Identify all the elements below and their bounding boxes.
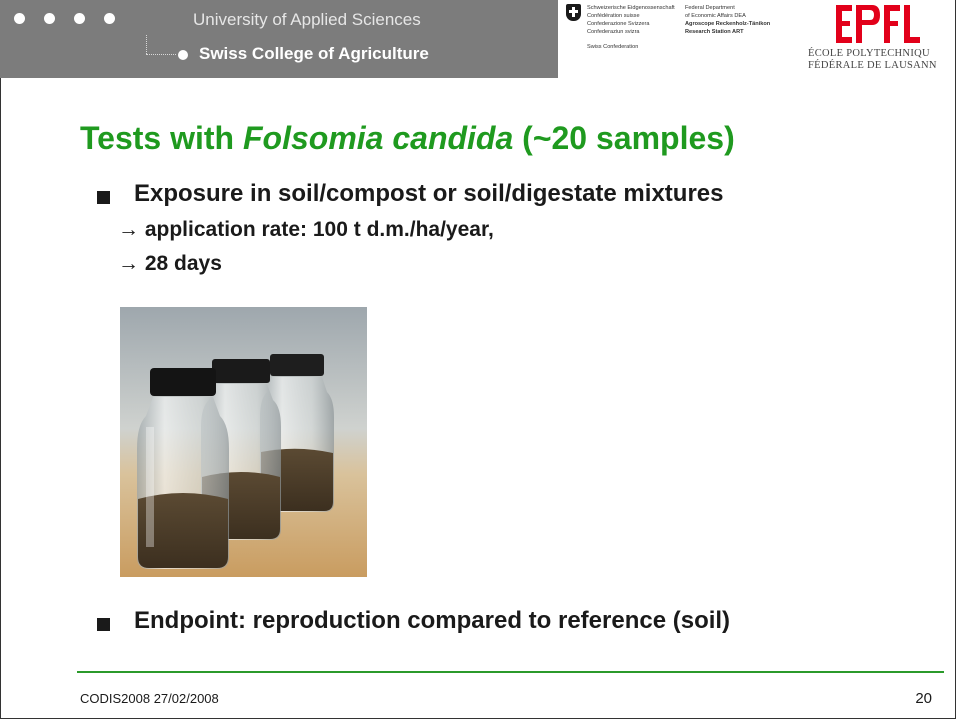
bullet-square-icon	[97, 191, 110, 204]
title-suffix: (~20 samples)	[513, 120, 735, 156]
header-connector	[146, 35, 147, 54]
sample-jars-photo	[120, 307, 367, 577]
bullet-endpoint: Endpoint: reproduction compared to refer…	[134, 607, 731, 634]
research-station-line: Agroscope Reckenholz-Tänikon	[685, 21, 771, 27]
college-name: Swiss College of Agriculture	[199, 44, 429, 63]
header-dot	[44, 13, 55, 24]
header-dot	[178, 50, 188, 60]
confederation-names: Schweizerische Eidgenossenschaft Confédé…	[587, 4, 675, 51]
epfl-logo: ÉCOLE POLYTECHNIQU FÉDÉRALE DE LAUSANN	[808, 0, 956, 78]
slide-title: Tests with Folsomia candida (~20 samples…	[80, 120, 735, 157]
epfl-name-line: ÉCOLE POLYTECHNIQU	[808, 48, 930, 59]
epfl-name-line: FÉDÉRALE DE LAUSANN	[808, 60, 937, 71]
confederation-english: Swiss Confederation	[587, 44, 639, 50]
department-line: Federal Department	[685, 5, 735, 11]
sub-application-rate: → application rate: 100 t d.m./ha/year,	[118, 218, 494, 241]
research-station-line: Research Station ART	[685, 29, 744, 35]
confederation-line: Confédération suisse	[587, 13, 640, 19]
header-bar: University of Applied Sciences Swiss Col…	[0, 0, 558, 78]
confederation-line: Confederazione Svizzera	[587, 21, 650, 27]
confederation-line: Confederaziun svizra	[587, 29, 640, 35]
header-dot	[74, 13, 85, 24]
header-connector	[146, 54, 176, 55]
footer-text: CODIS2008 27/02/2008	[80, 691, 219, 706]
swiss-cross-icon	[566, 4, 581, 21]
bullet-square-icon	[97, 618, 110, 631]
header-dot	[104, 13, 115, 24]
page-number: 20	[915, 690, 932, 707]
university-name: University of Applied Sciences	[193, 10, 421, 29]
bullet-exposure: Exposure in soil/compost or soil/digesta…	[134, 180, 724, 207]
confederation-line: Schweizerische Eidgenossenschaft	[587, 5, 675, 11]
title-species: Folsomia candida	[242, 120, 514, 156]
sub-duration: → 28 days	[118, 252, 222, 275]
department-line: of Economic Affairs DEA	[685, 13, 746, 19]
swiss-confederation-logo: Schweizerische Eidgenossenschaft Confédé…	[566, 4, 798, 82]
department-info: Federal Department of Economic Affairs D…	[685, 4, 770, 36]
title-prefix: Tests with	[80, 120, 243, 156]
header-dot	[14, 13, 25, 24]
footer-rule	[77, 671, 944, 673]
epfl-logo-mark	[836, 5, 920, 43]
